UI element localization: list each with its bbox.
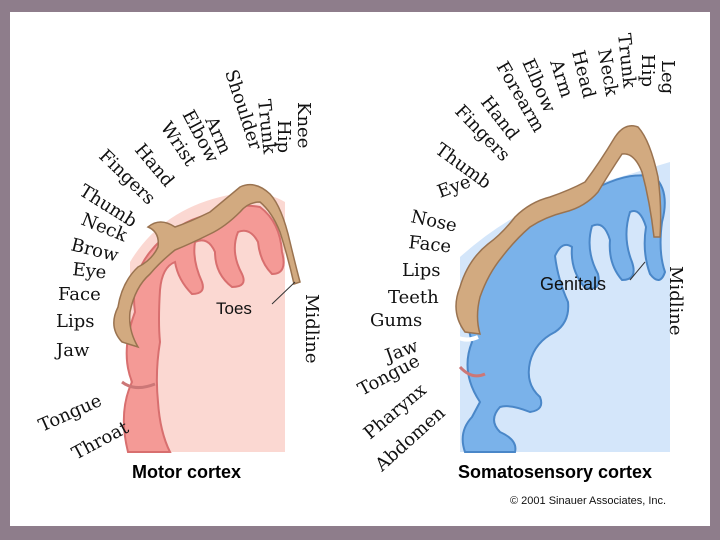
somato-homunculus [455,125,662,335]
somato-label-teeth: Teeth [388,287,439,308]
somato-label-eye: Eye [435,171,474,202]
motor-cortex-title: Motor cortex [132,462,241,482]
motor-label-eye: Eye [71,259,107,283]
somato-cortex-title: Somatosensory cortex [458,462,652,482]
somato-label-hip: Hip [637,54,658,87]
somato-tongue-shape [458,365,486,378]
somato-label-face: Face [407,232,452,257]
copyright-notice: © 2001 Sinauer Associates, Inc. [510,495,666,507]
somato-label-leg: Leg [657,60,678,94]
somato-label-gums: Gums [370,310,422,331]
motor-label-knee: Knee [293,102,314,148]
motor-label-midline: Midline [301,294,322,363]
toes-pointer-line [271,281,296,305]
motor-label-jaw: Jaw [54,340,90,361]
motor-homunculus [113,183,301,349]
somato-label-lips: Lips [402,260,440,281]
somato-teeth-shape [448,330,479,342]
motor-tongue-shape [121,380,156,389]
motor-label-tongue: Tongue [35,390,105,436]
somatosensory-cortex-figure: Genitals Midline Leg Hip Trunk Neck Head… [354,32,686,482]
somato-label-genitals: Genitals [540,274,606,294]
motor-label-hip: Hip [273,120,294,153]
motor-label-throat: Throat [68,417,132,465]
genitals-pointer-line [629,261,646,281]
motor-label-lips: Lips [56,311,94,332]
motor-cortex-gyrus [122,204,285,453]
motor-label-toes: Toes [216,299,252,318]
homunculus-diagram: Toes Midline Knee Hip Trunk Shoulder Arm… [35,32,686,507]
motor-cortex-figure: Toes Midline Knee Hip Trunk Shoulder Arm… [35,67,322,482]
motor-label-face: Face [58,284,101,305]
diagram-panel: Toes Midline Knee Hip Trunk Shoulder Arm… [10,12,710,526]
somato-label-midline: Midline [665,266,686,335]
